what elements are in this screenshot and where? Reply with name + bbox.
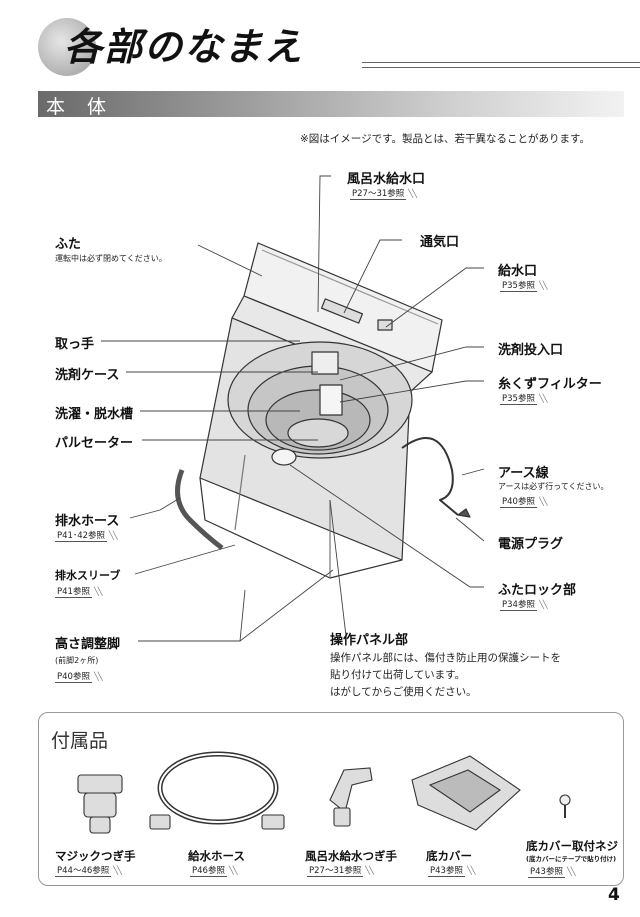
accessory-name-supply-hose: 給水ホース <box>188 849 245 863</box>
sub-takasa-chousei: (前脚2ヶ所) <box>55 656 99 665</box>
page-number: 4 <box>608 885 620 905</box>
label-kyusuiguchi: 給水口 <box>498 264 538 279</box>
ref-kyusuiguchi: P35参照╲╲ <box>500 281 548 292</box>
title-rule <box>362 67 640 68</box>
accessory-ref-supply-hose: P46参照╲╲ <box>190 866 238 877</box>
sousa-panel-desc-2: 貼り付けて出荷しています。 <box>330 669 466 681</box>
ref-futa-lock: P34参照╲╲ <box>500 600 548 611</box>
label-earth-sen: アース線 <box>498 466 549 481</box>
image-note: ※図はイメージです。製品とは、若干異なることがあります。 <box>300 133 590 145</box>
label-haisui-sleeve: 排水スリーブ <box>55 569 121 582</box>
label-dengen-plug: 電源プラグ <box>498 537 564 552</box>
sousa-panel-desc-1: 操作パネル部には、傷付き防止用の保護シートを <box>330 652 561 664</box>
label-futa-lock: ふたロック部 <box>498 583 577 598</box>
label-tsukiguchi: 通気口 <box>420 235 460 250</box>
accessory-ref-bottom-cover: P43参照╲╲ <box>428 866 476 877</box>
ref-haisui-sleeve: P41参照╲╲ <box>55 587 103 598</box>
label-sentaku-dassuisou: 洗濯・脱水槽 <box>55 407 134 422</box>
label-sousa-panel: 操作パネル部 <box>330 633 409 648</box>
ref-takasa-chousei: P40参照╲╲ <box>55 672 103 683</box>
label-furo-kyusuiguchi: 風呂水給水口 <box>347 172 426 187</box>
accessory-name-bottom-cover: 底カバー <box>426 849 472 863</box>
sub-futa: 運転中は必ず閉めてください。 <box>55 254 167 263</box>
section-header: 本 体 <box>38 91 624 118</box>
accessory-name-bath-joint: 風呂水給水つぎ手 <box>305 849 397 863</box>
label-pulsator: パルセーター <box>55 436 134 451</box>
section-title: 本 体 <box>46 96 115 118</box>
label-senzai-tounyuguchi: 洗剤投入口 <box>498 343 564 358</box>
ref-itokuzu-filter: P35参照╲╲ <box>500 394 548 405</box>
ref-haisui-hose: P41･42参照╲╲ <box>55 531 118 542</box>
label-itokuzu-filter: 糸くずフィルター <box>498 377 602 392</box>
accessory-name-magic-joint: マジックつぎ手 <box>55 849 136 863</box>
accessory-ref-bath-joint: P27～31参照╲╲ <box>307 866 374 877</box>
accessory-ref-cover-screw: P43参照╲╲ <box>528 867 576 878</box>
label-totte: 取っ手 <box>55 337 95 352</box>
ref-earth-sen: P40参照╲╲ <box>500 497 548 508</box>
label-haisui-hose: 排水ホース <box>55 514 120 529</box>
label-senzai-case: 洗剤ケース <box>55 368 120 383</box>
accessory-ref-magic-joint: P44～46参照╲╲ <box>55 866 122 877</box>
sousa-panel-desc-3: はがしてからご使用ください。 <box>330 686 477 698</box>
accessory-sub-cover-screw: (底カバーにテープで貼り付け) <box>526 855 617 863</box>
sub-earth-sen: アースは必ず行ってください。 <box>498 482 609 491</box>
page-title: 各部のなまえ <box>64 25 305 69</box>
accessory-name-cover-screw: 底カバー取付ネジ <box>526 839 618 853</box>
label-futa: ふた <box>55 237 82 252</box>
page-header: 各部のなまえ <box>20 8 640 76</box>
title-rule <box>362 62 640 63</box>
label-takasa-chousei: 高さ調整脚 <box>55 637 121 652</box>
accessories-title: 付属品 <box>51 730 109 752</box>
title-decoration-circle <box>38 18 96 76</box>
ref-furo-kyusuiguchi: P27～31参照╲╲ <box>350 189 417 200</box>
